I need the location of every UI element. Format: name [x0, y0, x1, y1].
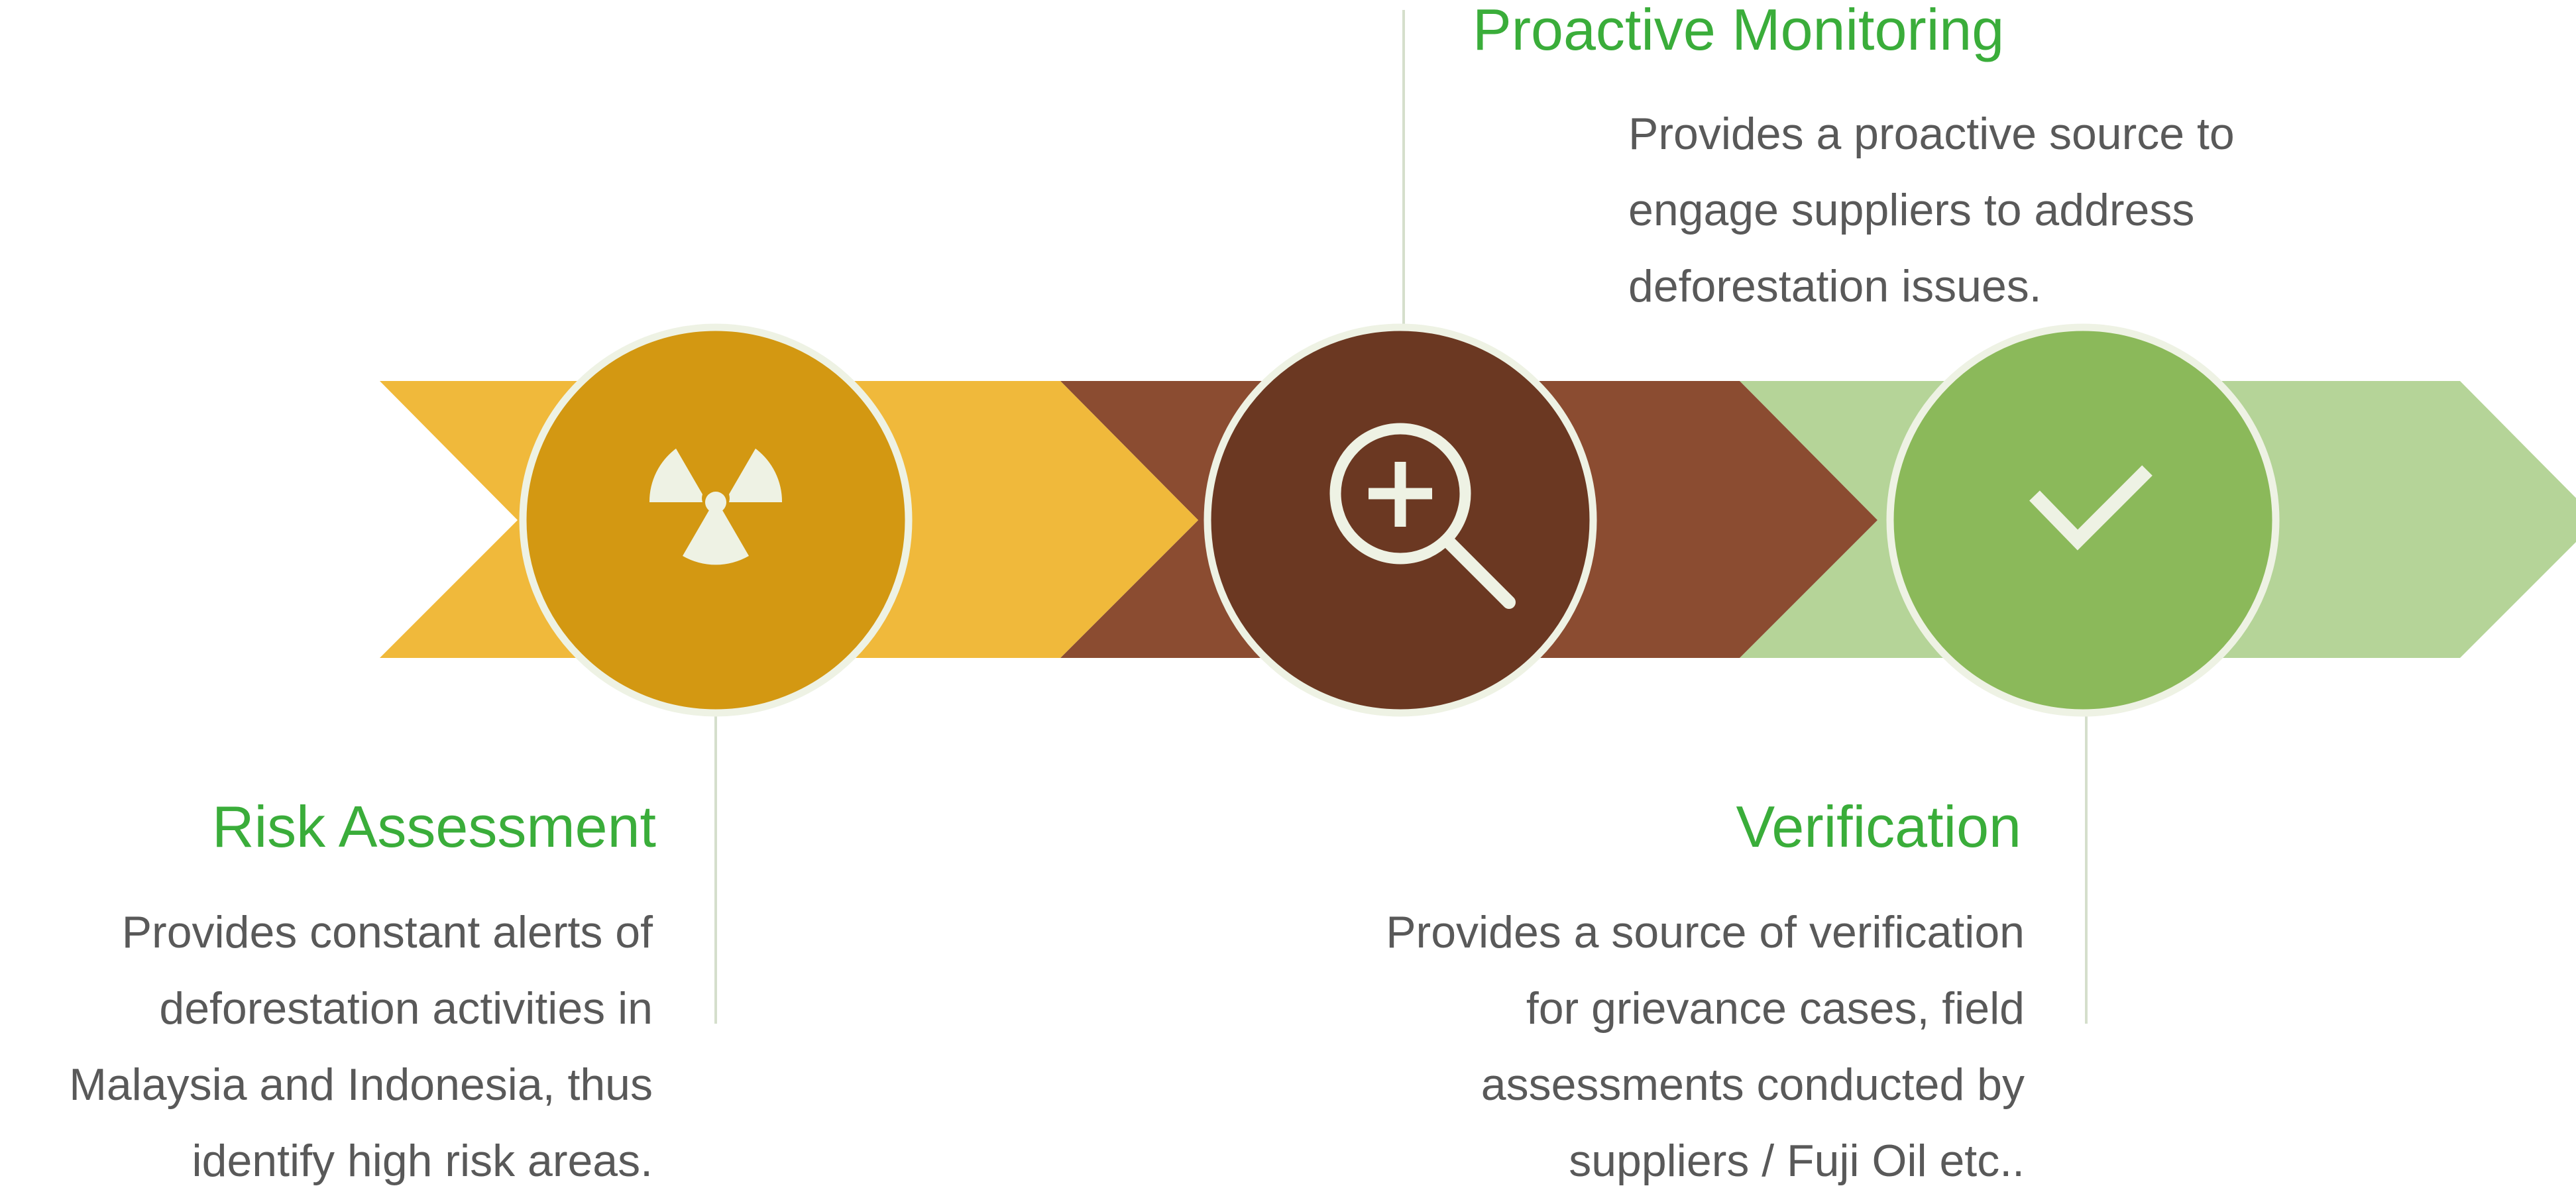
proactive-monitoring-description: Provides a proactive source to engage su… [1628, 109, 2235, 311]
verification-title: Verification [1736, 794, 2021, 859]
proactive-monitoring-title: Proactive Monitoring [1473, 0, 2005, 62]
risk-assessment-title: Risk Assessment [212, 794, 656, 859]
circle-verify [1886, 323, 2280, 717]
verification-description: Provides a source of verification for gr… [1386, 907, 2025, 1186]
radiation-icon [649, 449, 783, 565]
zoom-in-icon [1329, 423, 1516, 609]
checkmark-icon [2029, 465, 2153, 551]
risk-assessment-description: Provides constant alerts of deforestatio… [69, 907, 653, 1186]
